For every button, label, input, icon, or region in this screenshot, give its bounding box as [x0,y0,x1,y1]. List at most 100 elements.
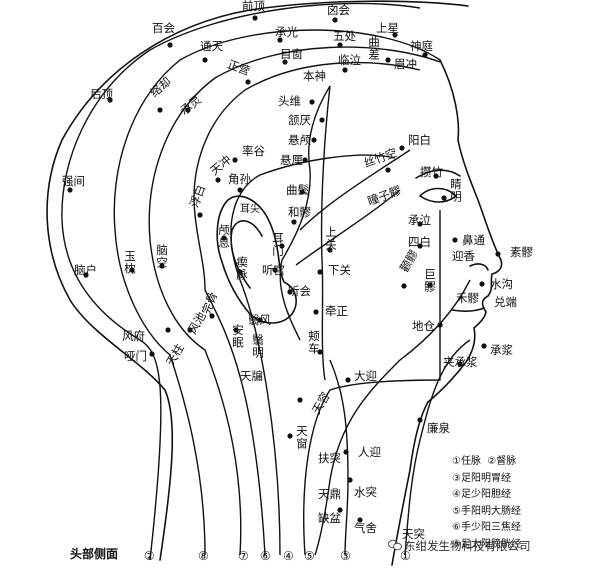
acupoint-dot [197,212,203,218]
watermark-text: 东绀发生物科技有限公司 [404,539,531,553]
acupoint-dot [392,32,398,38]
point-naokong: 脑空 [155,244,169,269]
acupoint-dot [107,97,113,103]
acupoint-dot [299,189,305,195]
acupoint-dot [272,267,278,273]
acupoint-dot [433,173,439,179]
point-jiaosun: 角孙 [228,172,251,186]
legend-row: ⑤手阳明大肠经 [452,505,521,517]
point-bitong: 鼻通 [462,233,485,247]
acupoint-dot [343,449,349,455]
acupoint-dot [165,327,171,333]
meridian-number: ⑧ [198,549,209,563]
legend-row: ①任脉 ②督脉 [452,456,517,467]
point-zanzhu: 攒竹 [420,165,443,179]
meridian-number: ⑤ [304,549,315,563]
meridian-ren [404,339,471,556]
acupoint-dot [385,57,391,63]
diagram-title: 头部侧面 [70,547,119,561]
meridian-gb-face [279,85,331,341]
meridian-sj [230,154,396,556]
meridian-number: ② [144,549,155,563]
legend-row: ⑧足太阳膀胱经 [452,538,521,550]
point-tinghui: 听会 [288,284,311,298]
point-erjian: 耳尖 [240,204,260,215]
acupoint-dot [287,433,293,439]
point-qianding: 前顶 [242,0,265,13]
meridian-number: ④ [283,549,294,563]
acupoint-dot [287,289,293,295]
acupoint-dot [399,145,405,151]
acupoint-dot [221,235,227,241]
legend-row: ⑥手少阳三焦经 [452,522,521,533]
acupoint-dot [427,282,433,288]
acupoint-dot [337,507,343,513]
point-qianzheng: 牵正 [325,304,348,318]
acupoint-dot [401,283,407,289]
meridian-extra-3 [329,359,349,556]
point-yuzhen: 玉枕 [123,250,137,275]
acupoint-dot [185,107,191,113]
point-shuigou: 水沟 [490,277,513,291]
meridian-stomach [303,210,441,556]
point-anmian: 安眠 [231,324,245,349]
acupoint-dot [311,137,317,143]
acupoint-dot [129,267,135,273]
acupoint-dot [252,15,258,21]
meridian-legend: ①任脉 ②督脉 ③足阳明胃经 ④足少阳胆经 ⑤手阳明大肠经 ⑥手少阳三焦经 ⑧足… [452,454,521,553]
acupoint-dot [159,263,165,269]
meridian-number: ⑥ [260,549,271,563]
point-qiangjian: 强间 [62,174,85,188]
point-chengguang: 承光 [275,25,298,39]
point-tianchuang: 天窗 [295,425,309,450]
point-lianquan: 廉泉 [427,421,450,435]
acupoint-dot [257,317,263,323]
acupoint-dot [279,243,285,249]
point-renying: 人迎 [358,445,381,459]
acupoint-dot [167,42,173,48]
point-qucha: 曲差 [367,36,381,61]
meridian-number: ① [400,549,411,563]
point-shuitu: 水突 [354,485,377,499]
acupoint-dot [342,67,348,73]
acupoint-dot [319,117,325,123]
point-yingxiang: 迎香 [452,249,475,263]
acupoint-dot [437,322,443,328]
acupoint-dot [83,272,89,278]
acupoint-dot [457,361,463,367]
point-naohu: 脑户 [74,263,97,277]
point-heliao: 和髎 [288,205,311,219]
point-qubin: 曲鬓 [286,183,309,197]
point-duiduan: 兑端 [494,295,517,309]
point-shangguan: 上关 [324,226,338,251]
point-ermen: 耳门 [271,232,285,257]
acupoint-dot [215,177,221,183]
point-xuanli: 悬厘 [280,153,303,167]
point-yiming: 翳明 [251,334,265,359]
point-quepen: 缺盆 [318,511,341,525]
acupoint-dot [317,269,323,275]
meridian-stomach-face [320,85,331,381]
eye-outline [418,187,458,203]
acupoint-dot [417,243,423,249]
point-sibai: 四白 [408,235,431,249]
point-houding: 后顶 [90,87,113,101]
meridian-li [314,279,471,556]
point-yamen: 哑门 [124,349,147,363]
point-futu: 扶突 [318,451,341,465]
acupoint-dot [282,59,288,65]
point-xiaguan: 下关 [328,263,351,277]
acupoint-dot [309,99,315,105]
point-luxi: 颅息 [217,224,231,249]
acupoint-dot [385,167,391,173]
point-qishe: 气舍 [354,521,377,535]
point-wuchu: 五处 [333,29,356,43]
point-shangxing: 上星 [376,21,399,35]
acupoint-dot [479,281,485,287]
point-tianyou: 天牖 [240,369,263,383]
acupoint-dot [347,477,353,483]
acupoint-dot [277,37,283,43]
point-baihui: 百会 [152,21,175,35]
acupoint-dot [237,187,243,193]
acupoint-dot [67,187,73,193]
